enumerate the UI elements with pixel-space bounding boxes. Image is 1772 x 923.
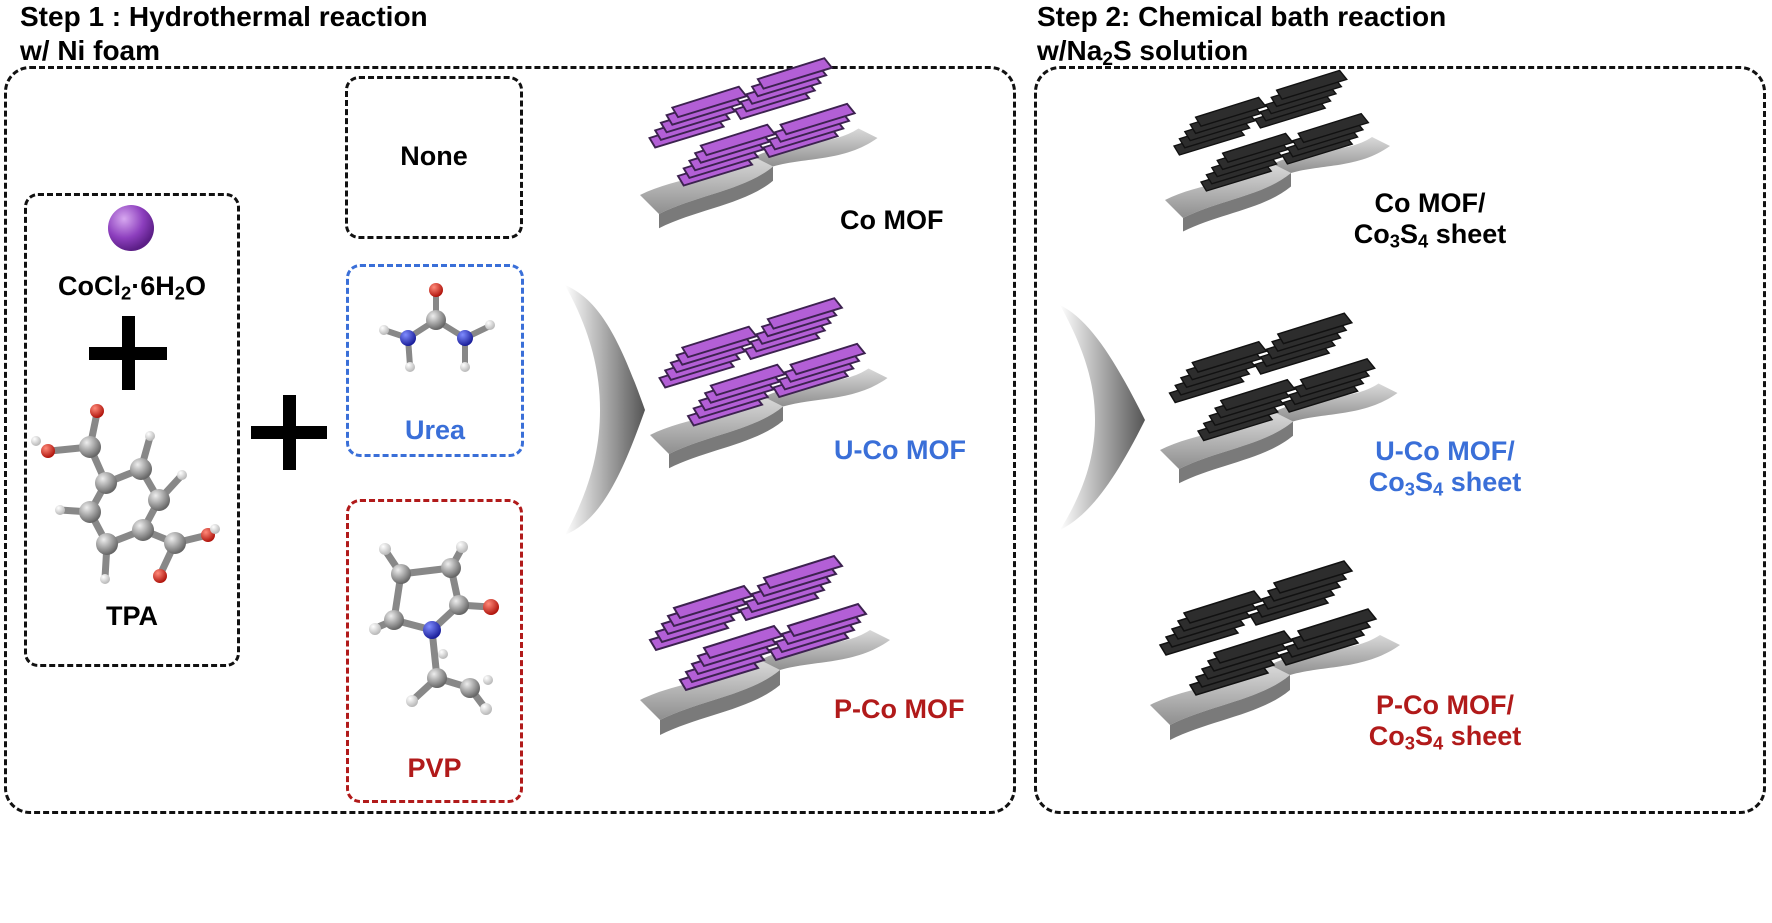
- uco-sulfide-label: U-Co MOF/ Co3S4 sheet: [1368, 436, 1522, 500]
- arrow-icon: [565, 285, 645, 535]
- step2-title: Step 2: Chemical bath reaction w/Na2S so…: [1037, 0, 1446, 77]
- tpa-molecule-icon: [46, 409, 212, 582]
- tpa-atoms: [31, 404, 220, 584]
- step2-title-line1: Step 2: Chemical bath reaction: [1037, 1, 1447, 32]
- urea-label: Urea: [404, 415, 466, 445]
- step2-panel: [1034, 66, 1766, 814]
- pvp-molecule-icon: [369, 541, 499, 715]
- cobalt-sphere-icon: [108, 205, 154, 251]
- urea-box: [346, 264, 524, 457]
- co-mof-label: Co MOF: [840, 205, 944, 235]
- step1-title-line1: Step 1 : Hydrothermal reaction: [20, 1, 428, 32]
- pco-mof-label: P-Co MOF: [834, 694, 965, 724]
- step1-panel: [4, 66, 1016, 814]
- step2-title-line2: w/Na2S solution: [1037, 35, 1249, 70]
- pco-sulfide-label: P-Co MOF/ Co3S4 sheet: [1368, 690, 1522, 754]
- plus-icon: [89, 316, 167, 390]
- cocl2-label: CoCl2·6H2O: [58, 271, 206, 304]
- co-mof-sheet-icon: [640, 58, 878, 228]
- plus-icon: [251, 395, 327, 470]
- pvp-label: PVP: [407, 753, 462, 783]
- step1-title-line2: w/ Ni foam: [20, 35, 161, 66]
- precursor-box: [24, 193, 240, 667]
- tpa-label: TPA: [106, 601, 158, 631]
- pvp-box: [346, 499, 523, 803]
- none-box: [345, 76, 523, 239]
- urea-molecule-icon: [379, 283, 495, 372]
- co-sulfide-label: Co MOF/ Co3S4 sheet: [1353, 188, 1507, 252]
- arrow-icon: [1060, 305, 1145, 530]
- step1-title: Step 1 : Hydrothermal reaction w/ Ni foa…: [20, 0, 428, 68]
- uco-mof-label: U-Co MOF: [834, 435, 966, 465]
- none-label: None: [400, 141, 468, 171]
